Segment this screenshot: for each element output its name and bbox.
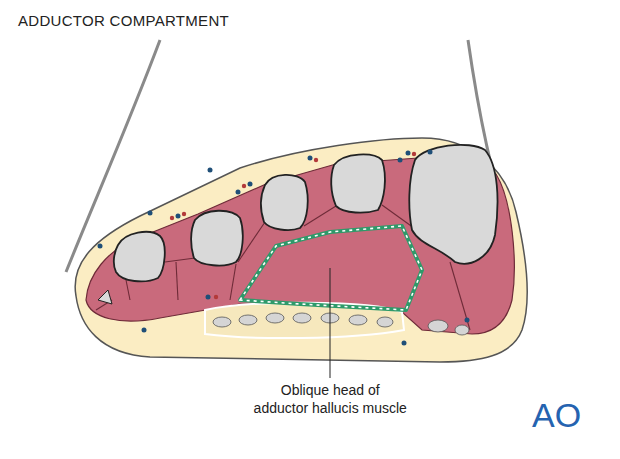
logo-text: AO (532, 394, 581, 437)
skin-outline (75, 138, 527, 362)
compartment-outline (240, 226, 422, 310)
metatarsal-bone (114, 145, 498, 282)
muscle-label: Oblique head of adductor hallucis muscle (252, 382, 409, 417)
tendon (98, 290, 112, 304)
tendon (213, 313, 469, 335)
vessel-dots (98, 150, 470, 346)
diagram-title: ADDUCTOR COMPARTMENT (18, 12, 229, 31)
compartment-outline (240, 226, 422, 310)
leader-line (330, 268, 331, 378)
